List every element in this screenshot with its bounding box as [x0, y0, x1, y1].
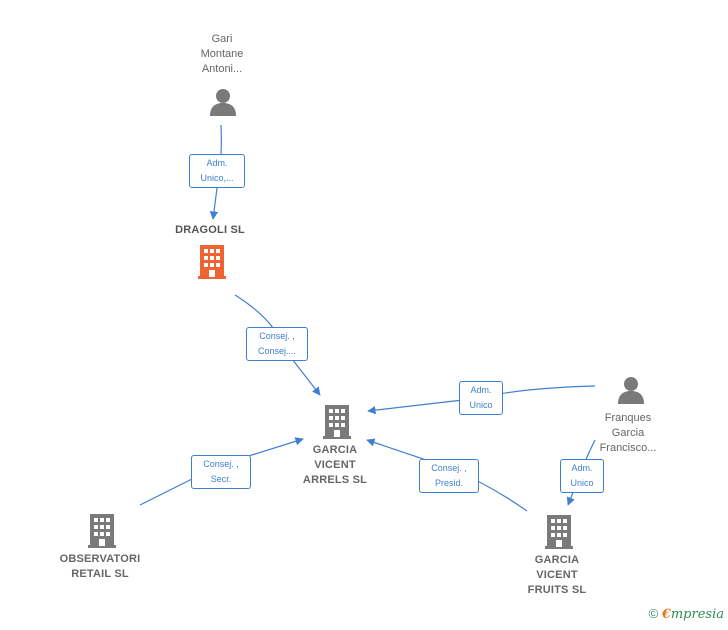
- building-icon: [323, 405, 351, 439]
- node-label-line: Garcia: [611, 427, 645, 439]
- edge-label-line: Unico,...: [200, 173, 234, 183]
- empresia-logo: © €mpresia: [649, 606, 724, 622]
- edge-label-line: Presid.: [434, 478, 463, 488]
- node-label-gari[interactable]: Gari Montane Antoni...: [180, 32, 264, 77]
- node-label-line: Antoni...: [201, 63, 243, 75]
- node-label-line: OBSERVATORI: [59, 553, 141, 565]
- node-label-line: Montane: [200, 48, 244, 60]
- edge-label-line: Adm.: [571, 463, 593, 473]
- edge-label-line: Consej. ,: [259, 331, 295, 341]
- node-label-line: RETAIL SL: [71, 568, 129, 580]
- edge-label-fruits-arrels[interactable]: Consej. , Presid.: [419, 459, 479, 493]
- edge-label-line: Consej....: [257, 346, 297, 356]
- node-label-line: Gari: [211, 33, 233, 45]
- node-label-line: Franques: [604, 412, 652, 424]
- edge-label-line: Consej. ,: [431, 463, 467, 473]
- node-label-line: VICENT: [536, 569, 578, 581]
- node-label-line: DRAGOLI SL: [175, 224, 245, 236]
- node-label-line: FRUITS SL: [527, 584, 587, 596]
- edge-label-line: Adm.: [206, 158, 228, 168]
- brand-initial: €: [661, 607, 671, 622]
- edge-label-observatori-arrels[interactable]: Consej. , Secr.: [191, 455, 251, 489]
- node-label-line: GARCIA: [534, 554, 580, 566]
- node-label-garcia-fruits[interactable]: GARCIA VICENT FRUITS SL: [512, 553, 602, 598]
- node-label-dragoli[interactable]: DRAGOLI SL: [160, 223, 260, 238]
- building-icon: [545, 515, 573, 549]
- building-icon: [88, 514, 116, 548]
- building-icon: [198, 245, 226, 279]
- edge-label-line: Unico: [570, 478, 594, 488]
- copyright-symbol: ©: [648, 606, 659, 621]
- edge-label-line: Unico: [469, 400, 493, 410]
- node-label-line: Francisco...: [599, 442, 657, 454]
- edge-label-line: Adm.: [470, 385, 492, 395]
- node-label-garcia-arrels[interactable]: GARCIA VICENT ARRELS SL: [290, 443, 380, 488]
- node-label-observatori[interactable]: OBSERVATORI RETAIL SL: [50, 552, 150, 582]
- person-icon: [618, 377, 644, 404]
- edge-label-franques-arrels[interactable]: Adm. Unico: [459, 381, 503, 415]
- node-label-line: VICENT: [314, 459, 356, 471]
- edge-label-franques-fruits[interactable]: Adm. Unico: [560, 459, 604, 493]
- person-icon: [210, 89, 236, 116]
- brand-name: mpresia: [670, 607, 724, 622]
- edge-label-gari-dragoli[interactable]: Adm. Unico,...: [189, 154, 245, 188]
- edge-label-line: Consej. ,: [203, 459, 239, 469]
- node-label-line: ARRELS SL: [302, 474, 368, 486]
- node-label-line: GARCIA: [312, 444, 358, 456]
- edge-label-line: Secr.: [210, 474, 232, 484]
- edge-label-dragoli-arrels[interactable]: Consej. , Consej....: [246, 327, 308, 361]
- node-label-franques[interactable]: Franques Garcia Francisco...: [586, 411, 670, 456]
